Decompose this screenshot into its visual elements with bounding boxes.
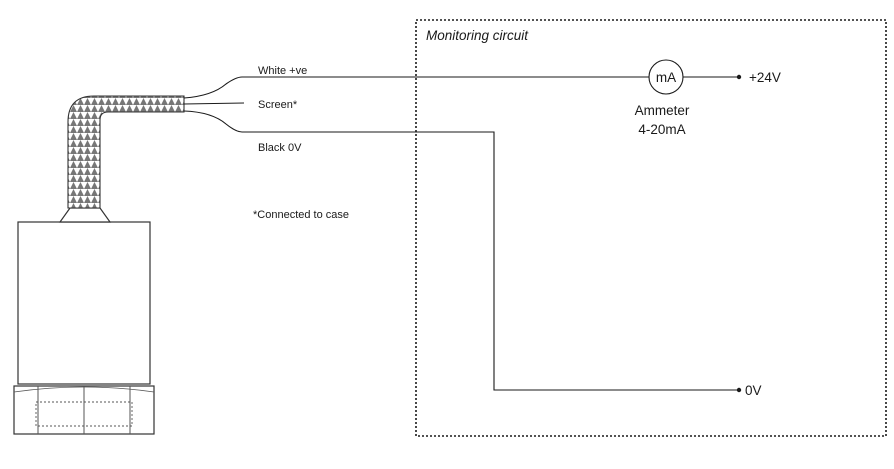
ammeter-name: Ammeter [635,103,690,118]
supply-zero-label: 0V [745,383,762,398]
braided-cable-icon [67,95,185,209]
sensor-cable-boot [58,207,112,223]
terminal-zero [736,387,742,393]
label-white-wire: White +ve [258,65,307,77]
monitoring-circuit-box [415,19,887,437]
label-black-wire: Black 0V [258,142,302,154]
wire-zero [242,131,738,391]
sensor-hex-chamfer [13,386,155,393]
cable-wire-fanout [183,76,245,133]
label-screen-note: *Connected to case [253,209,349,221]
label-screen-wire: Screen* [258,99,298,111]
ammeter-symbol: mA [656,70,676,85]
sensor-body [17,221,151,385]
terminal-positive [736,74,742,80]
supply-positive-label: +24V [749,70,781,85]
sensor-icon [13,207,155,435]
ammeter-icon: mA [648,59,684,95]
ammeter-range: 4-20mA [638,122,685,137]
monitoring-circuit-title: Monitoring circuit [426,28,529,43]
sensor-thread-hidden [35,401,133,427]
